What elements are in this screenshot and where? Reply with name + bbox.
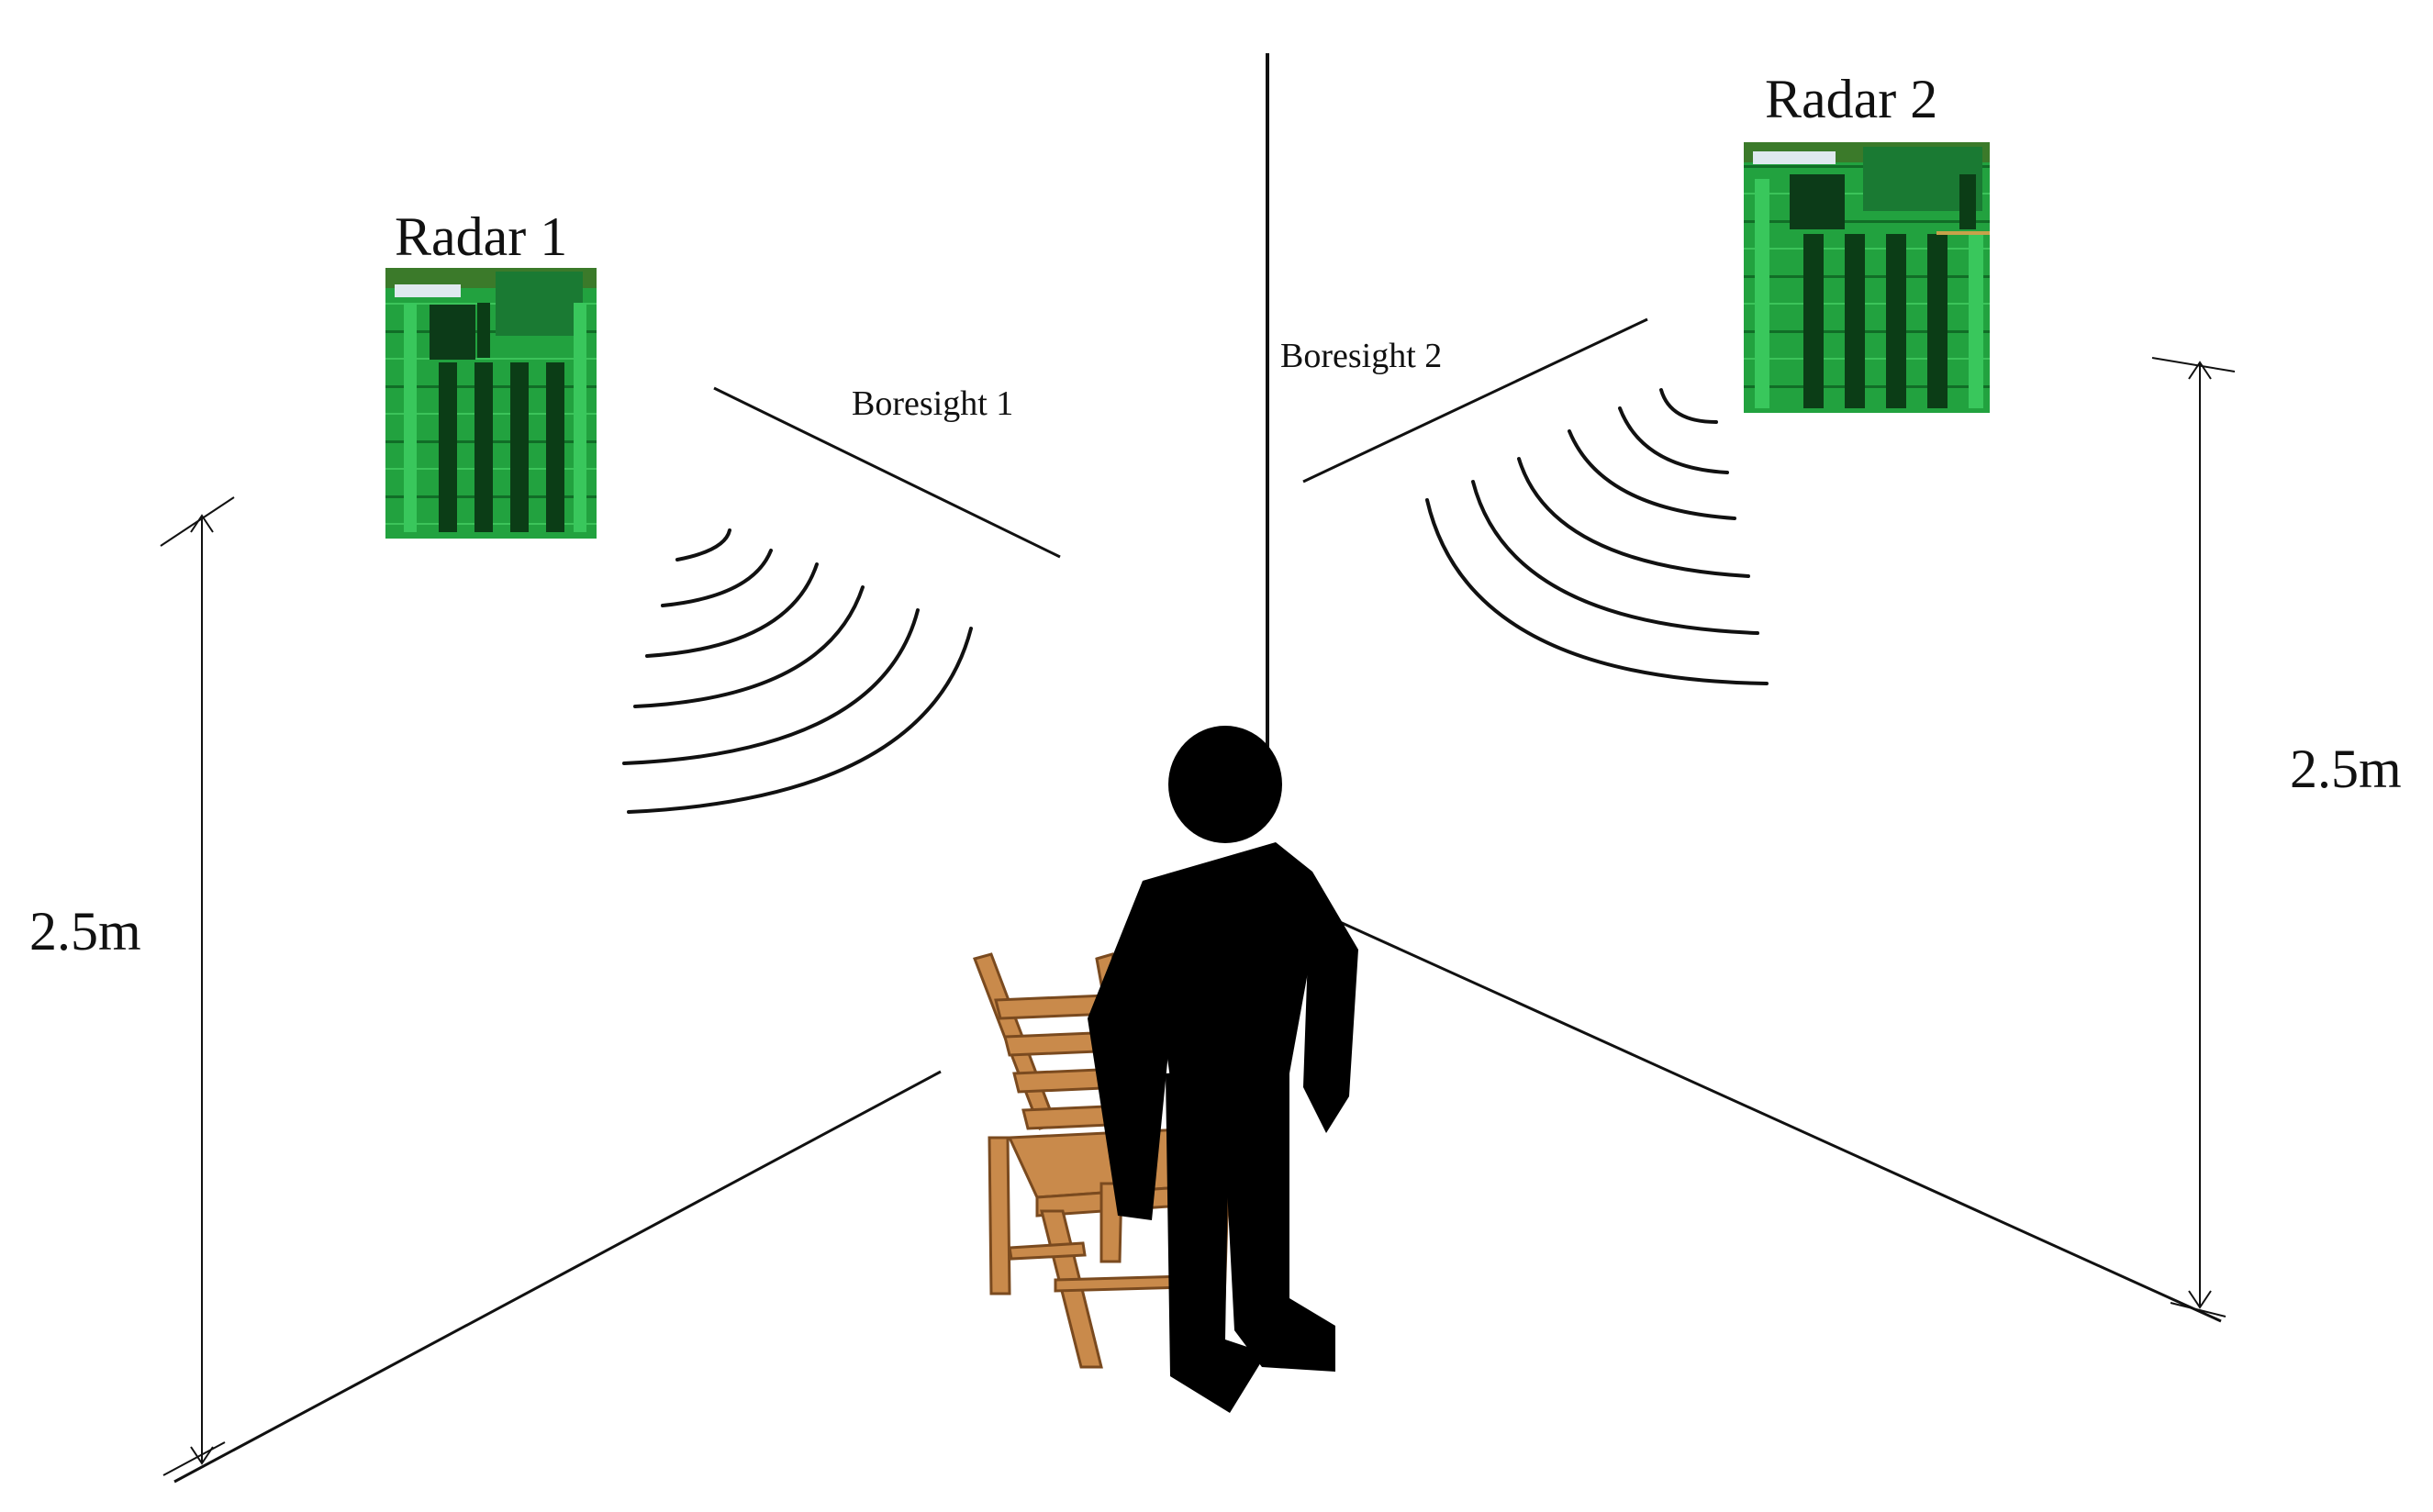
- left-floor-line: [173, 1070, 942, 1484]
- room-lines: [173, 53, 2222, 1484]
- radar-2-waves: [1425, 388, 1769, 685]
- radar-board-1: [385, 268, 597, 539]
- height-label-2: 2.5m: [2290, 739, 2402, 799]
- boresight-label-1: Boresight 1: [852, 384, 1013, 423]
- radar-board-2: [1744, 142, 1990, 413]
- boresight-label-2: Boresight 2: [1280, 337, 1442, 375]
- radar-1-waves: [622, 528, 973, 814]
- height-dimension-1: [160, 496, 235, 1476]
- boresight-line-1: [713, 386, 1061, 559]
- radar-title-2: Radar 2: [1765, 69, 1937, 129]
- boresight-line-2: [1302, 317, 1648, 484]
- height-dimension-2: [2151, 357, 2236, 1317]
- radar-title-1: Radar 1: [395, 206, 567, 267]
- person-silhouette: [1088, 726, 1358, 1413]
- right-floor-line: [1339, 920, 2222, 1323]
- height-label-1: 2.5m: [29, 901, 141, 962]
- person-head: [1168, 726, 1282, 843]
